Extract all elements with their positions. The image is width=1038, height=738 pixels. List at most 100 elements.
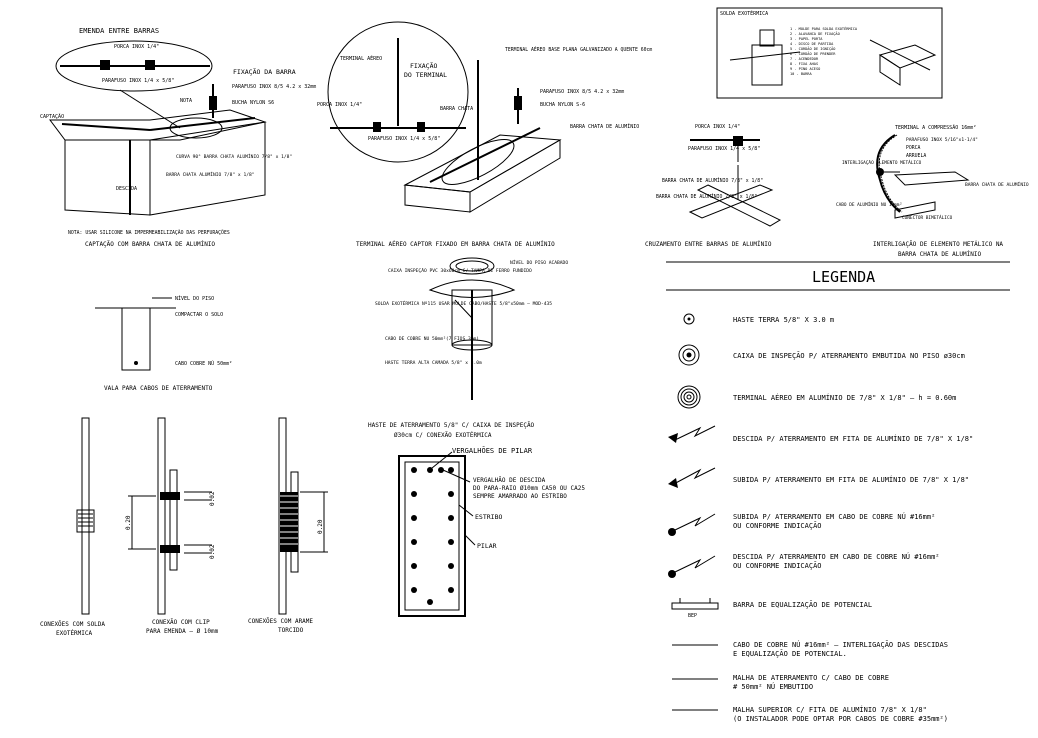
interl-elemento: INTERLIGAÇÃO ELEMENTO METÁLICO	[842, 159, 922, 166]
cruz-barra-1: BARRA CHATA DE ALUMÍNIO 7/8" x 1/8"	[662, 176, 763, 184]
dim-002-b: 0.02	[209, 544, 216, 559]
dim-020-b: 0.20	[317, 519, 324, 534]
pilar-vergalhoes: VERGALHÕES DE PILAR	[452, 446, 533, 455]
conex-cap1-2: EXOTÉRMICA	[56, 629, 93, 637]
conexao-clip-rod-2	[169, 469, 178, 571]
legenda-item-6b: OU CONFORME INDICAÇÃO	[733, 521, 822, 530]
captacao-caption: CAPTAÇÃO COM BARRA CHATA DE ALUMÍNIO	[85, 240, 215, 248]
pilar-estribo: ESTRIBO	[475, 513, 502, 521]
descida-fita-icon	[668, 425, 716, 443]
captacao-detail: EMENDA ENTRE BARRAS PORCA INOX 1/4" PARA…	[40, 27, 316, 248]
haste-caixa-label: CAIXA INSPEÇÃO PVC 30x60cm C/ TAMPA DE F…	[388, 267, 532, 274]
interl-terminal: TERMINAL A COMPRESSÃO 16mm²	[895, 124, 976, 131]
conexoes-detail: 0.20 0.02 0.02 0.20 CONEXÕES COM SOLDA E…	[40, 417, 328, 637]
pilar-desc-1: VERGALHÃO DE DESCIDA	[473, 477, 546, 484]
slab-side	[469, 139, 561, 213]
cruz-bar-2	[696, 184, 782, 227]
solda-item: 6 - CORDÃO DE PRENDER	[790, 51, 836, 56]
terminal-ellipse	[441, 139, 515, 185]
interl-cable	[876, 134, 901, 213]
legenda-item-9: CABO DE COBRE NÚ #16mm² – INTERLIGAÇÃO D…	[733, 640, 948, 649]
solda-mold-2	[878, 44, 937, 69]
interl-barra: BARRA CHATA DE ALUMÍNIO	[965, 180, 1029, 188]
legenda-item-3: TERMINAL AÉREO EM ALUMÍNIO DE 7/8" X 1/8…	[733, 393, 956, 402]
fixacao-bucha-label: BUCHA NYLON S6	[232, 100, 274, 106]
caixa-inspecao-icon	[678, 344, 700, 366]
fixacao-title-2: DO TERMINAL	[404, 71, 447, 79]
solda-exotermica-box: SOLDA EXOTÉRMICA 1 - MOLDE PARA SOLDA EX…	[716, 7, 943, 99]
parafuso-label-2: PARAFUSO INOX 1/4 x 5/8"	[368, 136, 440, 142]
fixacao-barra-title: FIXAÇÃO DA BARRA	[233, 67, 296, 76]
bep-icon: BEP	[671, 598, 719, 619]
legenda-title: LEGENDA	[812, 268, 875, 286]
subida-cabo-icon	[668, 513, 716, 536]
nota-label: NOTA	[180, 98, 192, 104]
conex-cap3-1: CONEXÕES COM ARAME	[248, 618, 313, 625]
barra-chata-alum-label: BARRA CHATA DE ALUMÍNIO	[570, 122, 639, 130]
solda-item: 9 - PINO ACESO	[790, 67, 820, 71]
conexao-clip-rod-1	[157, 417, 166, 615]
haste-caption-2: Ø30cm C/ CONEXÃO EXOTÉRMICA	[394, 431, 492, 439]
bucha-label-2: BUCHA NYLON S-6	[540, 102, 585, 108]
legenda-item-11b: (O INSTALADOR PODE OPTAR POR CABOS DE CO…	[733, 715, 948, 723]
cruz-parafuso: PARAFUSO INOX 1/4 x 5/8"	[688, 146, 760, 152]
terminal-slab-bar	[429, 127, 541, 183]
interl-parafuso: PARAFUSO INOX 5/16"x1-1/4"	[906, 137, 978, 143]
interl-arruela: ARRUELA	[906, 153, 926, 159]
slab-top	[403, 134, 562, 193]
haste-haste-label: HASTE TERRA ALTA CAMADA 5/8" x 3.0m	[385, 360, 482, 366]
descida-cabo-icon	[668, 555, 716, 578]
porca-inox-label-2: PORCA INOX 1/4"	[317, 102, 362, 108]
fixacao-parafuso-label: PARAFUSO INOX 8/5 4.2 x 32mm	[232, 84, 316, 90]
legenda-item-10: MALHA DE ATERRAMENTO C/ CABO DE COBRE	[733, 674, 889, 682]
solda-item: 7 - ACENDEDOR	[790, 57, 819, 61]
solda-item: 3 - PAPEL PORTA	[790, 37, 823, 41]
conex-cap2-2: PARA EMENDA – Ø 10mm	[146, 628, 219, 635]
solda-item: 5 - CORDÃO DE IGNIÇÃO	[790, 46, 835, 51]
pilar-outline	[398, 455, 466, 617]
fixacao-ellipse	[169, 117, 223, 139]
solda-item: 8 - FIXA AHAS	[790, 62, 818, 66]
legenda-item-11: MALHA SUPERIOR C/ FITA DE ALUMÍNIO 7/8" …	[733, 705, 927, 714]
cruz-barra-2: BARRA CHATA DE ALUMÍNIO 7/8" x 1/8"	[656, 192, 757, 200]
interl-porca: PORCA	[906, 145, 921, 151]
haste-cabo-label: CABO DE COBRE NU 50mm²(7 FIOS 3mm)	[385, 336, 479, 342]
interl-bar	[893, 171, 970, 186]
parafuso-label-3: PARAFUSO INOX 8/5 4.2 x 32mm	[540, 89, 624, 95]
legenda-item-9b: E EQUALIZAÇÃO DE POTENCIAL.	[733, 649, 847, 658]
legenda-item-2: CAIXA DE INSPEÇÃO P/ ATERRAMENTO EMBUTID…	[733, 351, 965, 360]
solda-items: 1 - MOLDE PARA SOLDA EXOTÉRMICA 2 - ALAV…	[790, 26, 858, 76]
vala-cable	[134, 361, 138, 365]
barra-chata-label-2: BARRA CHATA	[440, 106, 473, 112]
emenda-detail-ellipse	[55, 40, 213, 92]
solda-frame	[716, 7, 943, 99]
terminal-aereo-icon	[677, 385, 701, 409]
conexao-solda-rod	[81, 417, 90, 615]
haste-terra-icon	[683, 313, 695, 325]
pilar-pilar: PILAR	[477, 542, 497, 550]
vala-cabo: CABO COBRE NÚ 50mm²	[175, 360, 232, 367]
emenda-bolt-1	[100, 60, 110, 70]
subida-fita-icon	[668, 467, 716, 488]
captacao-bar-1	[61, 123, 151, 131]
solda-item: 4 - DISCO DE PARTIDA	[790, 42, 834, 46]
legenda-panel: LEGENDA HASTE TERRA 5/8" X 3.0 m CAIXA D…	[666, 261, 1010, 723]
conex-cap2-1: CONEXÃO COM CLIP	[152, 619, 210, 626]
legenda-item-7b: OU CONFORME INDICAÇÃO	[733, 561, 822, 570]
terminal-aereo-label: TERMINAL AÉREO	[340, 54, 382, 62]
terminal-base-label: TERMINAL AÉREO BASE PLANA GALVANIZADO A …	[505, 45, 652, 53]
haste-caption-1: HASTE DE ATERRAMENTO 5/8" C/ CAIXA DE IN…	[368, 422, 535, 429]
arame-wrap	[280, 492, 298, 552]
captacao-bar-2	[149, 117, 256, 131]
cruz-porca: PORCA INOX 1/4"	[695, 124, 740, 130]
emenda-title: EMENDA ENTRE BARRAS	[79, 27, 159, 35]
parafuso-inox-label: PARAFUSO INOX 1/4 x 5/8"	[102, 78, 174, 84]
vala-caption: VALA PARA CABOS DE ATERRAMENTO	[104, 385, 213, 392]
parapet-front-wall	[64, 139, 151, 216]
estribo-outline	[404, 461, 460, 611]
cruzamento-detail: PORCA INOX 1/4" PARAFUSO INOX 1/4 x 5/8"…	[645, 124, 782, 248]
interl-cabo: CABO DE ALUMÍNIO NU 16mm²	[836, 200, 902, 208]
solda-mold-1	[751, 44, 783, 86]
legenda-item-7: DESCIDA P/ ATERRAMENTO EM CABO DE COBRE …	[733, 552, 940, 561]
